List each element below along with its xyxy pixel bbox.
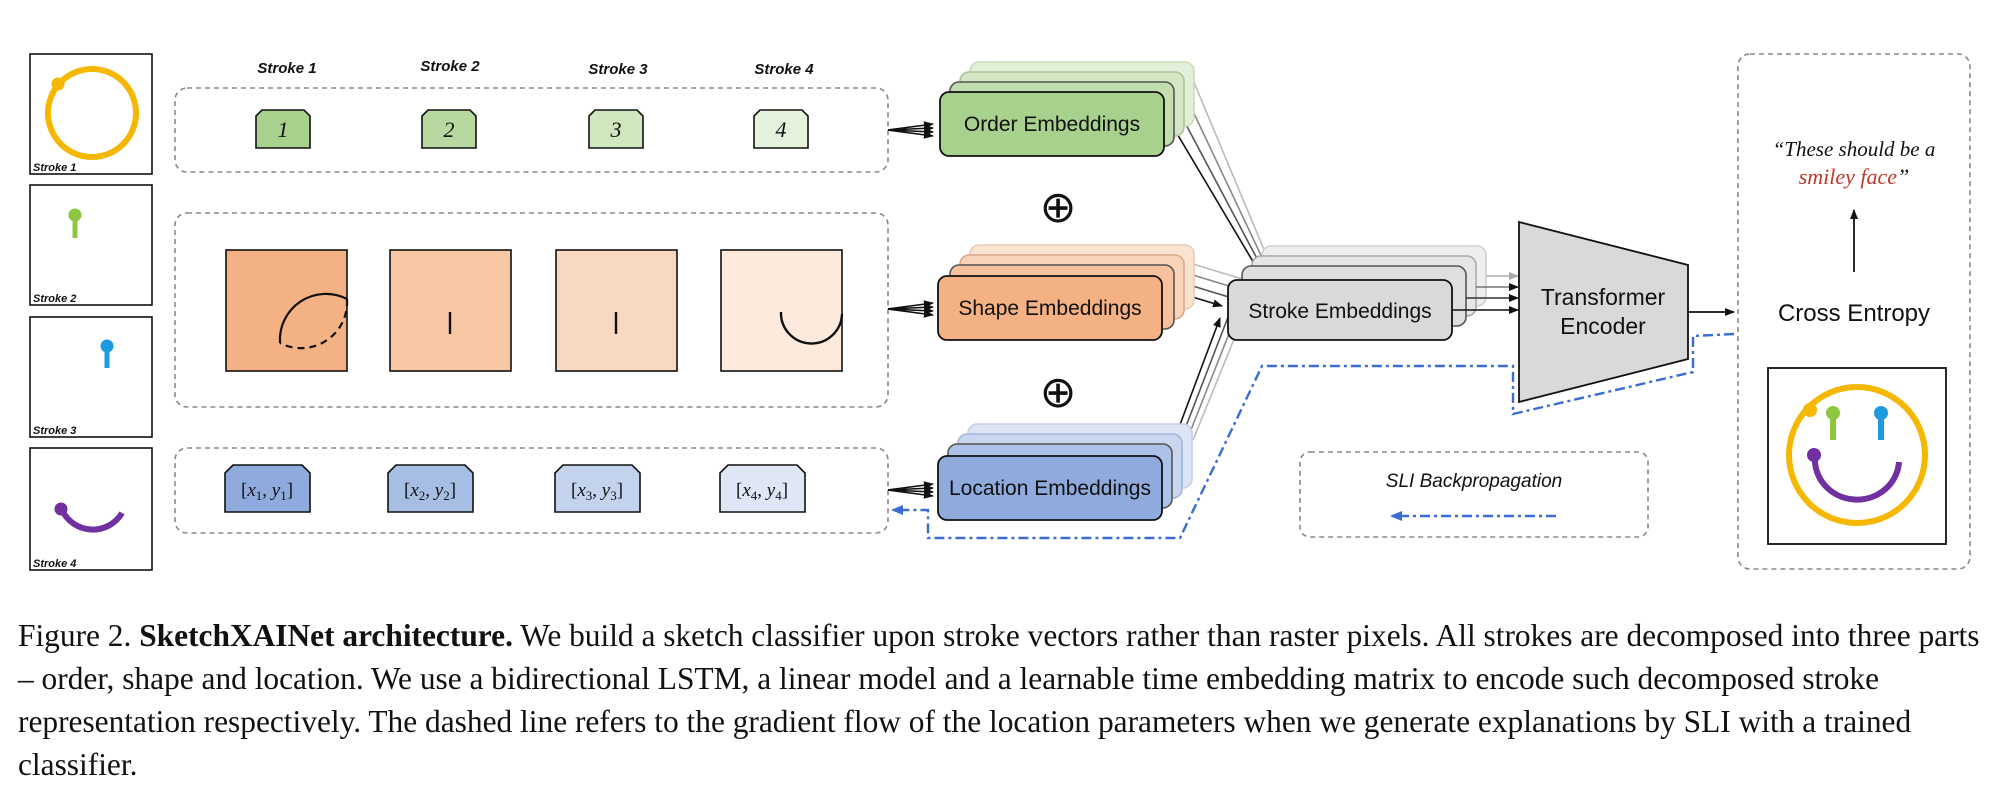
prediction-class: smiley face” bbox=[1799, 164, 1910, 189]
svg-text:[x3, y3]: [x3, y3] bbox=[571, 480, 623, 503]
location-token-2: [x2, y2] bbox=[387, 464, 474, 513]
stroke-header-3: Stroke 3 bbox=[588, 61, 648, 78]
shape-embeddings-stack: Shape Embeddings bbox=[937, 244, 1195, 341]
svg-text:[x1, y1]: [x1, y1] bbox=[241, 480, 293, 503]
order-embeddings-label: Order Embeddings bbox=[964, 113, 1140, 136]
input-arrows bbox=[887, 121, 934, 499]
sli-legend: SLI Backpropagation bbox=[1299, 451, 1649, 538]
caption-body: We build a sketch classifier upon stroke… bbox=[18, 618, 1980, 782]
smiley-circle-stroke bbox=[45, 66, 139, 160]
shape-embeddings-label: Shape Embeddings bbox=[958, 297, 1141, 320]
stroke-headers: Stroke 1 Stroke 2 Stroke 3 Stroke 4 bbox=[257, 58, 814, 78]
order-row: 1 2 3 4 bbox=[174, 87, 889, 173]
shape-row bbox=[174, 212, 889, 408]
transformer-label-line2: Encoder bbox=[1560, 313, 1646, 339]
smiley-sketch bbox=[1767, 367, 1947, 545]
stroke-header-2: Stroke 2 bbox=[420, 58, 480, 75]
location-row: [x1, y1] [x2, y2] [x3, y3] [x4, y4] bbox=[174, 447, 889, 534]
svg-text:1: 1 bbox=[278, 117, 289, 142]
stroke-panel-label: Stroke 4 bbox=[33, 558, 76, 570]
transformer-label-line1: Transformer bbox=[1541, 284, 1666, 310]
shape-raster-4 bbox=[720, 249, 844, 372]
stroke-header-4: Stroke 4 bbox=[754, 61, 814, 78]
stroke-panel-label: Stroke 3 bbox=[33, 425, 76, 437]
stroke-panel-1: Stroke 1 bbox=[29, 53, 153, 175]
location-token-4: [x4, y4] bbox=[719, 464, 806, 513]
location-token-3: [x3, y3] bbox=[554, 464, 641, 513]
stroke-panel-2: Stroke 2 bbox=[29, 184, 153, 306]
plus-symbol: ⊕ bbox=[1040, 183, 1077, 232]
sli-backprop-path bbox=[891, 332, 1735, 540]
svg-text:2: 2 bbox=[444, 117, 455, 142]
shape-raster-2 bbox=[389, 249, 512, 372]
cross-entropy-label: Cross Entropy bbox=[1778, 300, 1930, 327]
prediction-quote: “These should be a bbox=[1773, 137, 1936, 161]
svg-text:4: 4 bbox=[776, 117, 787, 142]
architecture-diagram: Stroke 1 Stroke 2 Stroke 3 Stroke 4 Stro… bbox=[29, 53, 1971, 571]
stroke-embeddings-label: Stroke Embeddings bbox=[1248, 300, 1431, 323]
plus-symbol: ⊕ bbox=[1040, 368, 1077, 417]
stroke-header-1: Stroke 1 bbox=[257, 60, 316, 77]
caption-title: SketchXAINet architecture. bbox=[139, 618, 513, 653]
transformer-encoder: Transformer Encoder bbox=[1518, 220, 1689, 404]
order-token-1: 1 bbox=[255, 109, 311, 149]
svg-text:[x2, y2]: [x2, y2] bbox=[404, 480, 456, 503]
svg-text:[x4, y4]: [x4, y4] bbox=[736, 480, 788, 503]
stroke-panel-4: Stroke 4 bbox=[29, 447, 153, 571]
shape-raster-1 bbox=[225, 249, 349, 372]
location-embeddings-label: Location Embeddings bbox=[949, 477, 1151, 500]
caption-label: Figure 2. bbox=[18, 618, 132, 653]
stroke-embeddings-stack: Stroke Embeddings bbox=[1227, 245, 1487, 341]
figure-caption: Figure 2. SketchXAINet architecture. We … bbox=[18, 614, 1986, 786]
order-token-3: 3 bbox=[588, 109, 644, 149]
stroke-panel-3: Stroke 3 bbox=[29, 316, 153, 438]
sli-legend-label: SLI Backpropagation bbox=[1386, 471, 1562, 492]
location-embeddings-stack: Location Embeddings bbox=[937, 423, 1193, 521]
location-token-1: [x1, y1] bbox=[224, 464, 311, 513]
svg-text:3: 3 bbox=[610, 117, 622, 142]
output-panel: “These should be a smiley face” Cross En… bbox=[1737, 53, 1971, 570]
order-embeddings-stack: Order Embeddings bbox=[939, 61, 1195, 157]
transformer-input-arrows bbox=[1452, 272, 1519, 314]
stroke-panel-label: Stroke 1 bbox=[33, 162, 76, 174]
shape-raster-3 bbox=[555, 249, 678, 372]
order-token-2: 2 bbox=[421, 109, 477, 149]
order-token-4: 4 bbox=[753, 109, 809, 149]
stroke-panel-label: Stroke 2 bbox=[33, 293, 76, 305]
